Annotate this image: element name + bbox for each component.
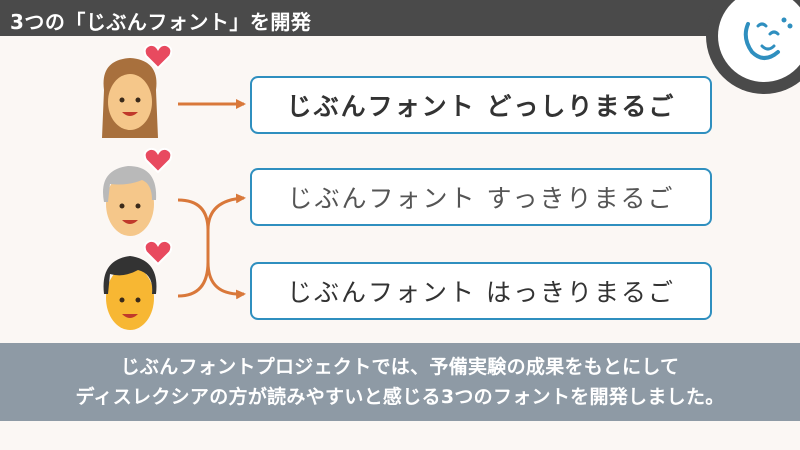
font-box-sukkiri: じぶんフォント すっきりまるご — [250, 168, 712, 226]
font-label: じぶんフォント どっしりまるご — [286, 92, 676, 121]
logo — [706, 0, 800, 94]
font-label: じぶんフォント はっきりまるご — [287, 278, 675, 307]
page-title: 3つの「じぶんフォント」を開発 — [10, 10, 312, 34]
elderly-man-avatar — [103, 147, 172, 236]
font-box-dosshiri: じぶんフォント どっしりまるご — [250, 76, 712, 134]
woman-avatar — [102, 43, 172, 138]
caption-line-1: じぶんフォントプロジェクトでは、予備実験の成果をもとにして — [120, 356, 680, 378]
arrow-to-sukkiri — [177, 193, 246, 231]
title-bar: 3つの「じぶんフォント」を開発 — [0, 0, 800, 36]
arrow-to-hakkiri — [177, 261, 246, 300]
font-label: じぶんフォント すっきりまるご — [287, 184, 675, 213]
heart-icon — [143, 239, 172, 266]
caption-banner: じぶんフォントプロジェクトでは、予備実験の成果をもとにして ディスレクシアの方が… — [0, 343, 800, 421]
heart-icon — [143, 43, 172, 70]
man-avatar — [103, 239, 172, 330]
jibun-font-face-logo-icon — [743, 17, 793, 60]
caption-line-2: ディスレクシアの方が読みやすいと感じる3つのフォントを開発しました。 — [75, 386, 725, 408]
font-box-hakkiri: じぶんフォント はっきりまるご — [250, 262, 712, 320]
heart-icon — [143, 147, 172, 174]
logo-inner — [718, 0, 800, 82]
